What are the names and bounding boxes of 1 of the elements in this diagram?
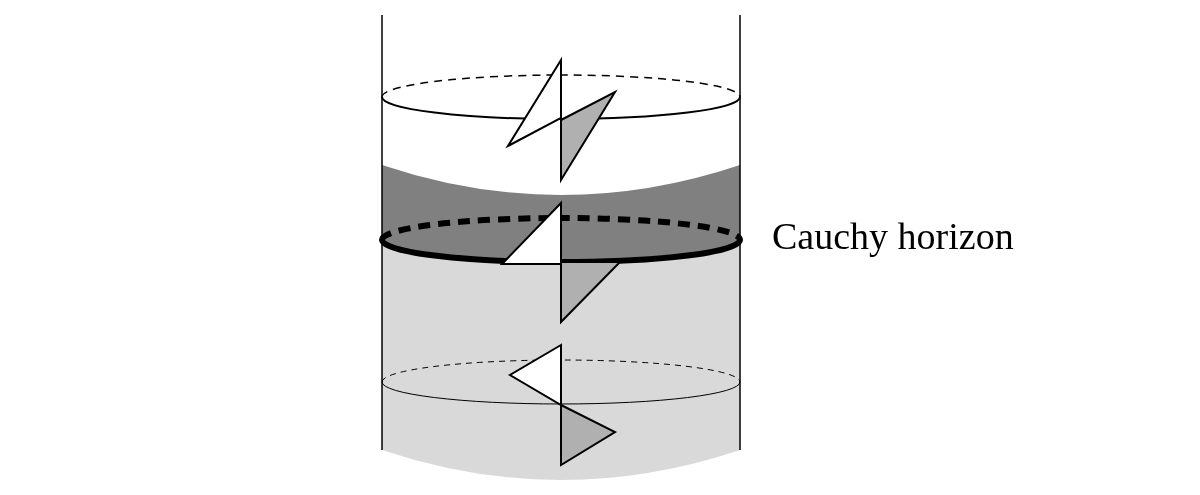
horizon-label: Cauchy horizon <box>772 214 1014 259</box>
